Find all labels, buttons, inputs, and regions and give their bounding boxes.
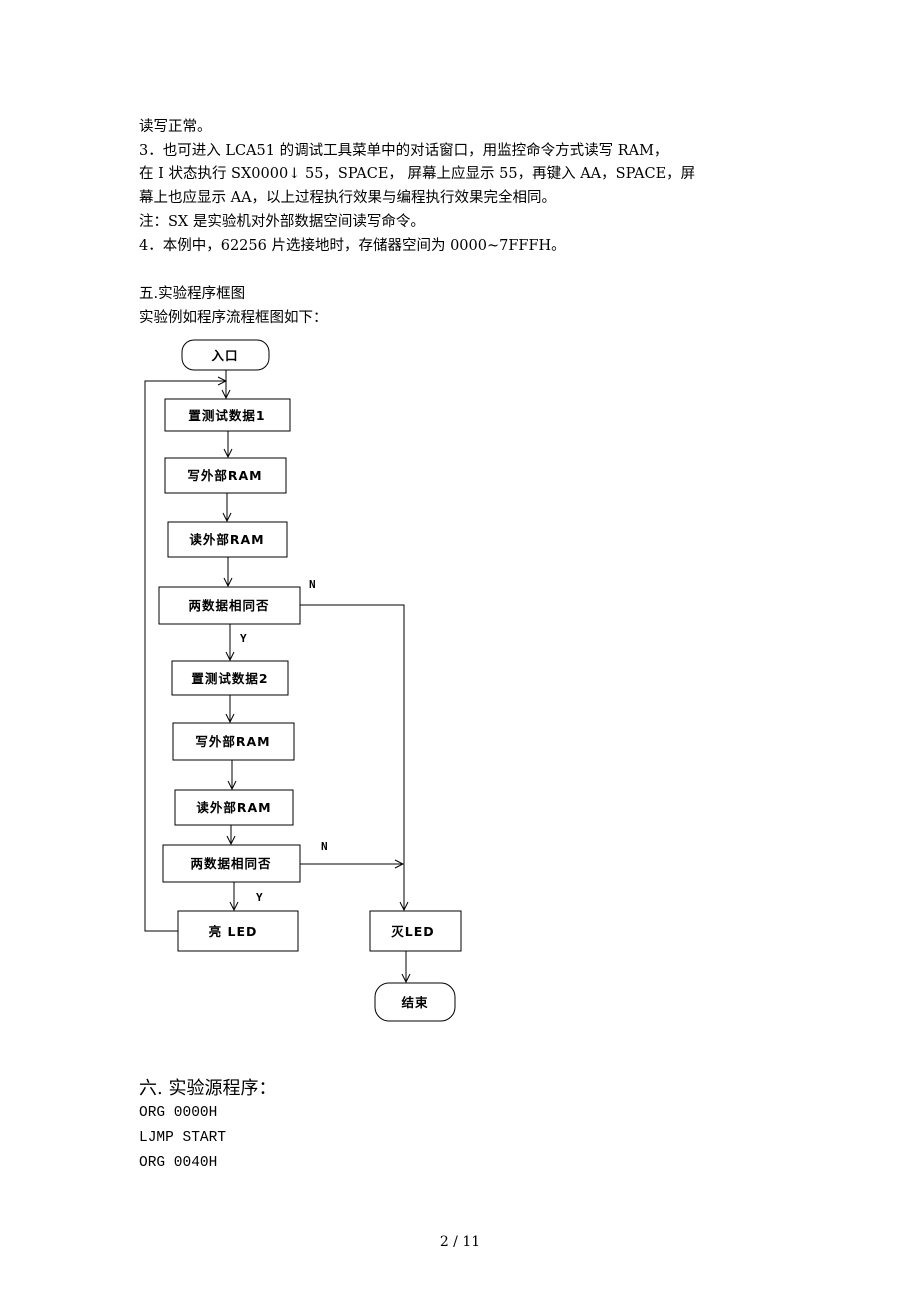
read-ram-2-label: 读外部RAM: [196, 800, 271, 815]
write-ram-1-label: 写外部RAM: [187, 468, 262, 483]
compare-2-box: [162, 844, 301, 883]
read-ram-2-box: [174, 789, 294, 826]
compare-1-label: 两数据相同否: [188, 598, 269, 613]
start-label: 入口: [211, 348, 238, 363]
body-line-2: 3．也可进入 LCA51 的调试工具菜单中的对话窗口，用监控命令方式读写 RAM…: [139, 143, 669, 159]
body-line-3: 在 I 状态执行 SX0000↓ 55，SPACE， 屏幕上应显示 55，再键入…: [139, 166, 696, 182]
body-line-5: 注：SX 是实验机对外部数据空间读写命令。: [139, 214, 425, 230]
branch-y-1-text: Y: [240, 632, 248, 645]
body-line-6: 4．本例中，62256 片选接地时，存储器空间为 0000~7FFFH。: [139, 238, 566, 254]
set-data-1-box: [164, 398, 291, 432]
loop-back-line: [144, 381, 226, 932]
write-ram-1-box: [164, 457, 287, 494]
set-data-2-label: 置测试数据2: [191, 671, 268, 686]
write-ram-2-box: [172, 722, 295, 761]
end-label: 结束: [401, 995, 428, 1010]
branch-y-2-text: Y: [256, 891, 264, 904]
led-on-box: [177, 910, 299, 952]
code-line-1: ORG 0000H: [139, 1105, 218, 1121]
led-off-label: 灭LED: [390, 924, 434, 939]
set-data-1-label: 置测试数据1: [188, 408, 265, 423]
led-off-box: [369, 910, 462, 952]
end-terminal: [374, 982, 456, 1022]
write-ram-2-label: 写外部RAM: [195, 734, 270, 749]
read-ram-1-box: [167, 521, 288, 558]
code-line-2: LJMP START: [139, 1130, 227, 1146]
led-on-label: 亮 LED: [209, 924, 258, 939]
code-line-3: ORG 0040H: [139, 1155, 218, 1171]
body-line-4: 幕上也应显示 AA，以上过程执行效果与编程执行效果完全相同。: [139, 190, 557, 206]
page-number: 2 / 11: [439, 1234, 481, 1250]
branch-n-2-text: N: [321, 840, 329, 853]
section-5-heading: 五.实验程序框图: [139, 286, 246, 302]
branch-n-1-text: N: [309, 578, 317, 591]
section-6-heading: 六. 实验源程序：: [139, 1078, 277, 1099]
body-line-1: 读写正常。: [139, 119, 212, 135]
compare-2-label: 两数据相同否: [190, 856, 271, 871]
read-ram-1-label: 读外部RAM: [189, 532, 264, 547]
branch-n-1-line: [300, 604, 404, 910]
section-5-intro: 实验例如程序流程框图如下：: [139, 310, 328, 326]
